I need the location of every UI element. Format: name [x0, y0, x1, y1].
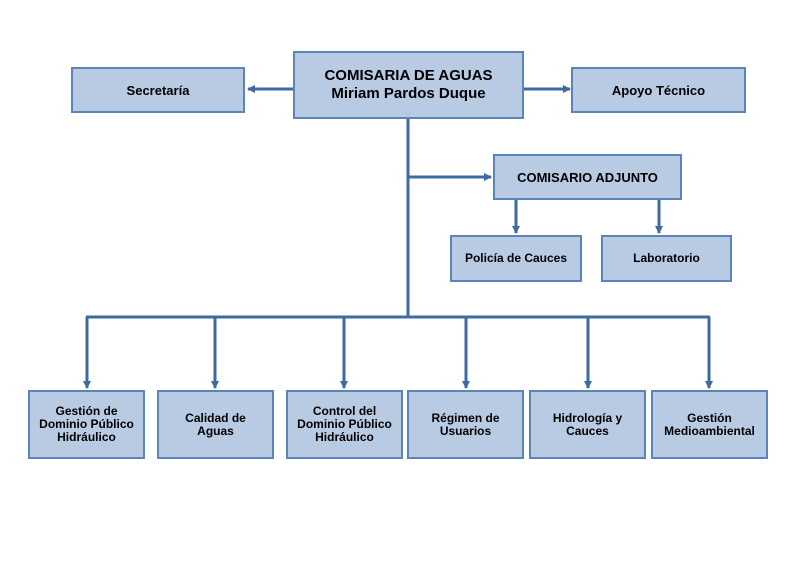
- root-name: Miriam Pardos Duque: [331, 85, 486, 102]
- secretaria-label: Secretaría: [126, 82, 190, 98]
- secretaria-box: Secretaría: [71, 67, 245, 113]
- policia-cauces-box: Policía de Cauces: [450, 235, 582, 282]
- unit-label: Control del Dominio Público Hidráulico: [297, 404, 392, 444]
- policia-cauces-label: Policía de Cauces: [464, 251, 568, 265]
- unit-label: Régimen de Usuarios: [431, 410, 500, 438]
- apoyo-tecnico-label: Apoyo Técnico: [611, 82, 706, 98]
- unit-control-dph-box: Control del Dominio Público Hidráulico: [286, 390, 403, 459]
- comisaria-root-box: COMISARIA DE AGUAS Miriam Pardos Duque: [293, 51, 524, 119]
- apoyo-tecnico-box: Apoyo Técnico: [571, 67, 746, 113]
- comisario-adjunto-box: COMISARIO ADJUNTO: [493, 154, 682, 200]
- unit-label: Calidad de Aguas: [185, 410, 246, 438]
- unit-calidad-aguas-box: Calidad de Aguas: [157, 390, 274, 459]
- unit-hidrologia-cauces-box: Hidrología y Cauces: [529, 390, 646, 459]
- unit-label: Hidrología y Cauces: [552, 410, 623, 438]
- unit-gestion-medioambiental-box: Gestión Medioambiental: [651, 390, 768, 459]
- root-title: COMISARIA DE AGUAS: [324, 67, 493, 84]
- unit-gestion-dph-box: Gestión de Dominio Público Hidráulico: [28, 390, 145, 459]
- laboratorio-label: Laboratorio: [633, 251, 700, 265]
- unit-label: Gestión Medioambiental: [664, 410, 755, 438]
- unit-label: Gestión de Dominio Público Hidráulico: [39, 404, 134, 444]
- laboratorio-box: Laboratorio: [601, 235, 732, 282]
- unit-regimen-usuarios-box: Régimen de Usuarios: [407, 390, 524, 459]
- comisario-adjunto-label: COMISARIO ADJUNTO: [517, 169, 658, 185]
